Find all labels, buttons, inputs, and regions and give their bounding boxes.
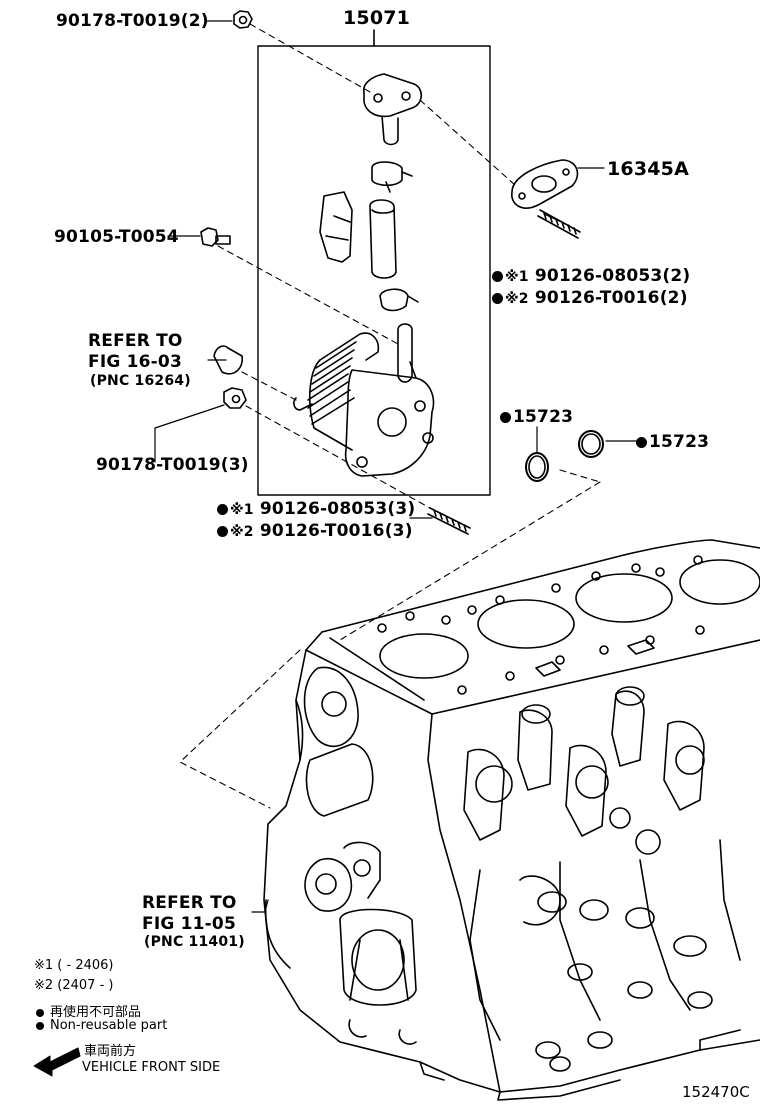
non-reusable-dot-icon bbox=[500, 411, 511, 423]
label-nut-top[interactable]: 90178-T0019(2) bbox=[56, 11, 209, 31]
nut-top-icon bbox=[233, 10, 253, 29]
label-o-ring-right[interactable]: 15723 bbox=[636, 432, 709, 452]
stud-bolt-upper-icon bbox=[537, 209, 581, 239]
mark-2: ※2 bbox=[505, 291, 529, 307]
clamp-icon bbox=[371, 161, 413, 193]
water-hose-icon bbox=[369, 199, 397, 279]
o-ring-left-icon bbox=[525, 452, 549, 482]
clamp-lower-icon bbox=[379, 288, 419, 312]
refer-block-line2[interactable]: FIG 11-05 bbox=[142, 914, 236, 934]
refer-hose-line2[interactable]: FIG 16-03 bbox=[88, 352, 182, 372]
legend-non-reusable-jp: 再使用不可部品 bbox=[36, 1001, 141, 1020]
label-stud-lower-1[interactable]: ※1 90126-08053(3) bbox=[217, 499, 415, 519]
diagram-code: 152470C bbox=[682, 1083, 750, 1101]
bolt-icon bbox=[200, 227, 231, 247]
legend-text: 再使用不可部品 bbox=[50, 1005, 142, 1020]
non-reusable-dot-icon bbox=[36, 1008, 44, 1017]
cylinder-block-icon bbox=[263, 539, 760, 1101]
non-reusable-dot-icon bbox=[492, 292, 503, 304]
mark-1: ※1 bbox=[505, 269, 529, 285]
legend-front-en: VEHICLE FRONT SIDE bbox=[82, 1060, 221, 1075]
refer-block-line1[interactable]: REFER TO bbox=[142, 893, 237, 913]
non-reusable-dot-icon bbox=[636, 436, 647, 448]
union-flange-icon bbox=[362, 73, 423, 146]
dashed-lines bbox=[179, 23, 601, 809]
label-o-ring-left[interactable]: 15723 bbox=[500, 407, 573, 427]
legend-front-jp: 車両前方 bbox=[84, 1044, 137, 1059]
part-number: 90126-08053(2) bbox=[534, 266, 691, 286]
label-gasket[interactable]: 16345A bbox=[607, 158, 690, 180]
gasket-icon bbox=[511, 159, 579, 209]
label-bolt[interactable]: 90105-T0054 bbox=[54, 227, 179, 247]
hose-bracket-icon bbox=[319, 191, 353, 263]
part-number: 15723 bbox=[513, 407, 574, 427]
non-reusable-dot-icon bbox=[492, 270, 503, 282]
legend-note-2: ※2 (2407 - ) bbox=[34, 978, 114, 993]
label-nut-bottom[interactable]: 90178-T0019(3) bbox=[96, 455, 249, 475]
label-assembly[interactable]: 15071 bbox=[343, 7, 411, 29]
part-number: 90126-08053(3) bbox=[259, 499, 416, 519]
refer-hose-line1[interactable]: REFER TO bbox=[88, 331, 183, 351]
legend-text: Non-reusable part bbox=[50, 1018, 168, 1033]
label-stud-lower-2[interactable]: ※2 90126-T0016(3) bbox=[217, 521, 413, 541]
legend-non-reusable-en: Non-reusable part bbox=[36, 1018, 167, 1033]
non-reusable-dot-icon bbox=[36, 1021, 44, 1030]
legend-note-1: ※1 ( - 2406) bbox=[34, 958, 114, 973]
part-number: 90126-T0016(2) bbox=[534, 288, 688, 308]
vehicle-front-arrow-icon bbox=[33, 1047, 81, 1077]
bypass-pipe-icon bbox=[213, 345, 244, 375]
mark-2: ※2 bbox=[230, 524, 254, 540]
label-stud-upper-1[interactable]: ※1 90126-08053(2) bbox=[492, 266, 690, 286]
non-reusable-dot-icon bbox=[217, 525, 228, 537]
assembly-bracket bbox=[257, 29, 491, 496]
non-reusable-dot-icon bbox=[217, 503, 228, 515]
nut-bottom-icon bbox=[223, 387, 247, 409]
label-stud-upper-2[interactable]: ※2 90126-T0016(2) bbox=[492, 288, 688, 308]
refer-hose-line3: (PNC 16264) bbox=[90, 373, 191, 389]
refer-block-line3: (PNC 11401) bbox=[144, 934, 245, 950]
o-ring-right-icon bbox=[578, 430, 604, 458]
part-number: 15723 bbox=[649, 432, 710, 452]
part-number: 90126-T0016(3) bbox=[259, 521, 413, 541]
oil-cooler-icon bbox=[293, 323, 435, 477]
stud-bolt-lower-icon bbox=[427, 507, 471, 535]
mark-1: ※1 bbox=[230, 502, 254, 518]
